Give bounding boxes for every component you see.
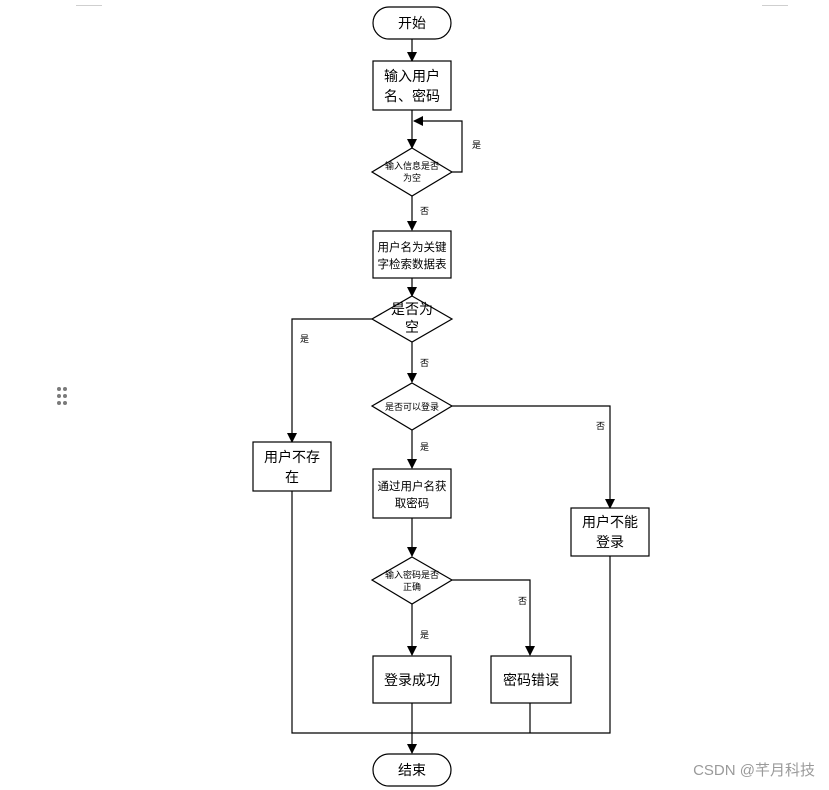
top-edge-mark-right: [762, 5, 788, 6]
password-check-decision: [370, 556, 454, 605]
is-null-label-line2: 空: [405, 320, 419, 336]
get-password-label-line2: 取密码: [395, 496, 430, 510]
is-null-label-line1: 是否为: [391, 302, 433, 318]
password-check-label-line1: 输入密码是否: [385, 569, 439, 581]
check-empty-label-line1: 输入信息是否: [385, 160, 439, 172]
end-terminal: [372, 753, 452, 787]
search-process-box: [372, 230, 452, 279]
password-error-box: [490, 655, 572, 704]
top-edge-mark-left: [76, 5, 102, 6]
user-not-exist-label-line1: 用户不存: [264, 449, 320, 466]
is-null-decision: [370, 295, 454, 343]
login-success-label: 登录成功: [384, 673, 440, 689]
get-password-box: [372, 468, 452, 519]
edge-label-can-login-no: 否: [596, 421, 605, 432]
edge-merge-line: [291, 491, 611, 734]
input-label-line2: 名、密码: [384, 88, 440, 105]
edge-label-check-no: 否: [420, 206, 429, 217]
edge-label-password-no: 否: [518, 596, 527, 607]
start-terminal: [372, 6, 452, 40]
edge-can-login-no: [452, 405, 615, 509]
can-login-label: 是否可以登录: [385, 402, 439, 413]
cannot-login-label-line2: 登录: [596, 535, 624, 551]
login-success-box: [372, 655, 452, 704]
search-label-line1: 用户名为关键: [378, 240, 447, 254]
cannot-login-label-line1: 用户不能: [582, 514, 638, 531]
user-not-exist-box: [252, 441, 332, 492]
password-check-label-line2: 正确: [403, 581, 421, 593]
edge-null-yes: [287, 318, 372, 443]
search-label-line2: 字检索数据表: [378, 257, 447, 271]
start-label: 开始: [398, 16, 426, 32]
edge-check-yes-loop: [413, 116, 463, 173]
drag-handle-icon[interactable]: [57, 387, 67, 407]
can-login-decision: [370, 382, 454, 431]
cannot-login-box: [570, 507, 650, 557]
check-empty-decision: [370, 147, 454, 197]
edge-label-password-yes: 是: [420, 630, 429, 641]
input-label-line1: 输入用户: [384, 68, 440, 85]
edge-label-null-yes: 是: [300, 334, 309, 345]
input-process-box: [372, 60, 452, 111]
edge-label-null-no: 否: [420, 358, 429, 369]
watermark-text: CSDN @芊月科技: [693, 762, 815, 779]
end-label: 结束: [398, 763, 426, 779]
edge-label-check-yes: 是: [472, 140, 481, 151]
check-empty-label-line2: 为空: [403, 172, 421, 184]
edge-label-can-login-yes: 是: [420, 442, 429, 453]
get-password-label-line1: 通过用户名获: [378, 479, 447, 493]
password-error-label: 密码错误: [503, 672, 559, 689]
user-not-exist-label-line2: 在: [285, 470, 299, 486]
edge-password-no: [452, 579, 535, 656]
